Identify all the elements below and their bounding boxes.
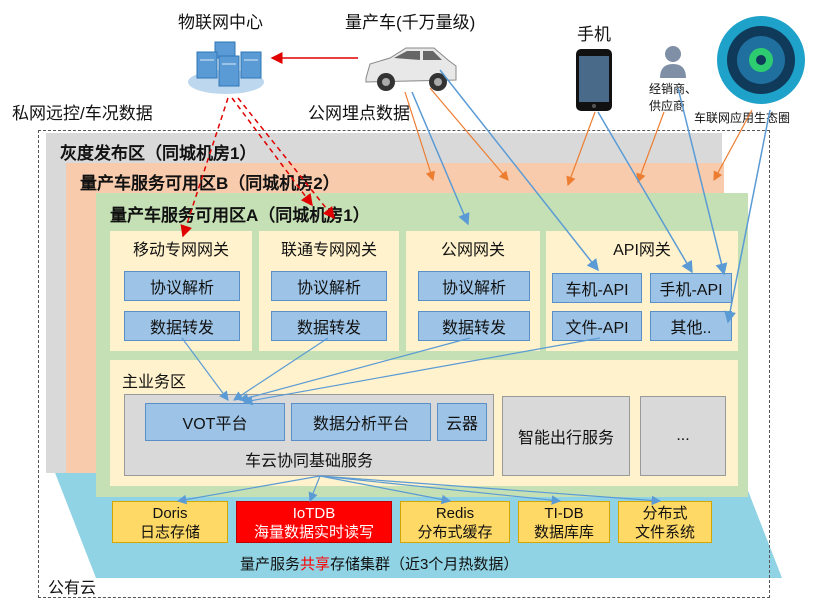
mobile-gateway-title: 移动专网网关 xyxy=(132,242,229,259)
tidb-name: TI-DB xyxy=(544,505,584,522)
cluster-label-shared: 共享 xyxy=(300,556,331,573)
doris-desc: 日志存储 xyxy=(139,524,200,541)
public-tracking-label: 公网埋点数据 xyxy=(308,104,410,123)
phone-api-box: 手机-API xyxy=(650,273,732,303)
mobile-gateway-panel: 移动专网网关 协议解析 数据转发 xyxy=(110,231,252,351)
zone-a-title: 量产车服务可用区A（同城机房1） xyxy=(110,206,370,225)
file-api-box: 文件-API xyxy=(552,311,642,341)
unicom-gateway-title: 联通专网网关 xyxy=(280,242,377,259)
zone-b-title: 量产车服务可用区B（同城机房2） xyxy=(80,174,340,193)
ecosystem-label: 车联网应用生态圈 xyxy=(694,111,791,125)
public-protocol-parse: 协议解析 xyxy=(418,271,530,301)
other-api-box: 其他.. xyxy=(650,311,732,341)
doris-storage: Doris 日志存储 xyxy=(112,501,228,543)
smart-travel-service: 智能出行服务 xyxy=(502,396,630,476)
mobile-protocol-parse: 协议解析 xyxy=(124,271,240,301)
car-icon xyxy=(365,47,457,91)
main-business-title: 主业务区 xyxy=(122,374,187,391)
api-gateway-title: API网关 xyxy=(613,242,671,259)
dfs-name: 分布式 xyxy=(642,505,688,522)
public-cloud-label: 公有云 xyxy=(48,580,97,597)
server-cluster-icon xyxy=(188,41,264,94)
redis-name: Redis xyxy=(435,505,475,522)
dealer-label: 经销商、 xyxy=(649,82,698,96)
public-cloud-boundary xyxy=(38,130,770,598)
mobile-data-forward: 数据转发 xyxy=(124,311,240,341)
redis-desc: 分布式缓存 xyxy=(417,524,493,541)
tidb-desc: 数据库库 xyxy=(533,524,594,541)
mass-production-car-label: 量产车(千万量级) xyxy=(345,13,476,32)
dfs-desc: 文件系统 xyxy=(634,524,695,541)
public-gateway-panel: 公网网关 协议解析 数据转发 xyxy=(406,231,540,351)
main-business-panel: 主业务区 VOT平台 数据分析平台 云器 车云协同基础服务 智能出行服务 ... xyxy=(110,360,738,486)
public-data-forward: 数据转发 xyxy=(418,311,530,341)
vehicle-cloud-base-services: VOT平台 数据分析平台 云器 车云协同基础服务 xyxy=(124,394,494,476)
iotdb-name: IoTDB xyxy=(292,505,336,522)
api-gateway-panel: API网关 车机-API 手机-API 文件-API 其他.. xyxy=(546,231,738,351)
distributed-fs-storage: 分布式 文件系统 xyxy=(618,501,712,543)
private-network-label: 私网远控/车况数据 xyxy=(12,104,153,123)
person-icon xyxy=(660,46,686,78)
ecosystem-circle-icon xyxy=(717,16,805,104)
unicom-protocol-parse: 协议解析 xyxy=(271,271,387,301)
tidb-storage: TI-DB 数据库库 xyxy=(518,501,610,543)
unicom-data-forward: 数据转发 xyxy=(271,311,387,341)
car-api-box: 车机-API xyxy=(552,273,642,303)
iotdb-desc: 海量数据实时读写 xyxy=(253,524,374,541)
cluster-label-post: 存储集群（近3个月热数据） xyxy=(330,556,519,573)
supplier-label: 供应商 xyxy=(649,99,686,113)
gray-zone-title: 灰度发布区（同城机房1） xyxy=(60,144,257,163)
unicom-gateway-panel: 联通专网网关 协议解析 数据转发 xyxy=(259,231,399,351)
data-analytics-box: 数据分析平台 xyxy=(291,403,431,441)
more-services: ... xyxy=(640,396,726,476)
cluster-label-pre: 量产服务 xyxy=(240,556,301,573)
phone-label: 手机 xyxy=(577,25,611,44)
public-gateway-title: 公网网关 xyxy=(440,242,505,259)
base-services-label: 车云协同基础服务 xyxy=(244,453,373,470)
iot-center-label: 物联网中心 xyxy=(178,13,263,32)
redis-storage: Redis 分布式缓存 xyxy=(400,501,510,543)
doris-name: Doris xyxy=(152,505,188,522)
storage-cluster-label: 量产服务共享存储集群（近3个月热数据） xyxy=(240,553,518,574)
iotdb-storage: IoTDB 海量数据实时读写 xyxy=(236,501,392,543)
phone-icon xyxy=(576,49,612,111)
vot-platform-box: VOT平台 xyxy=(145,403,285,441)
cloud-device-box: 云器 xyxy=(437,403,487,441)
